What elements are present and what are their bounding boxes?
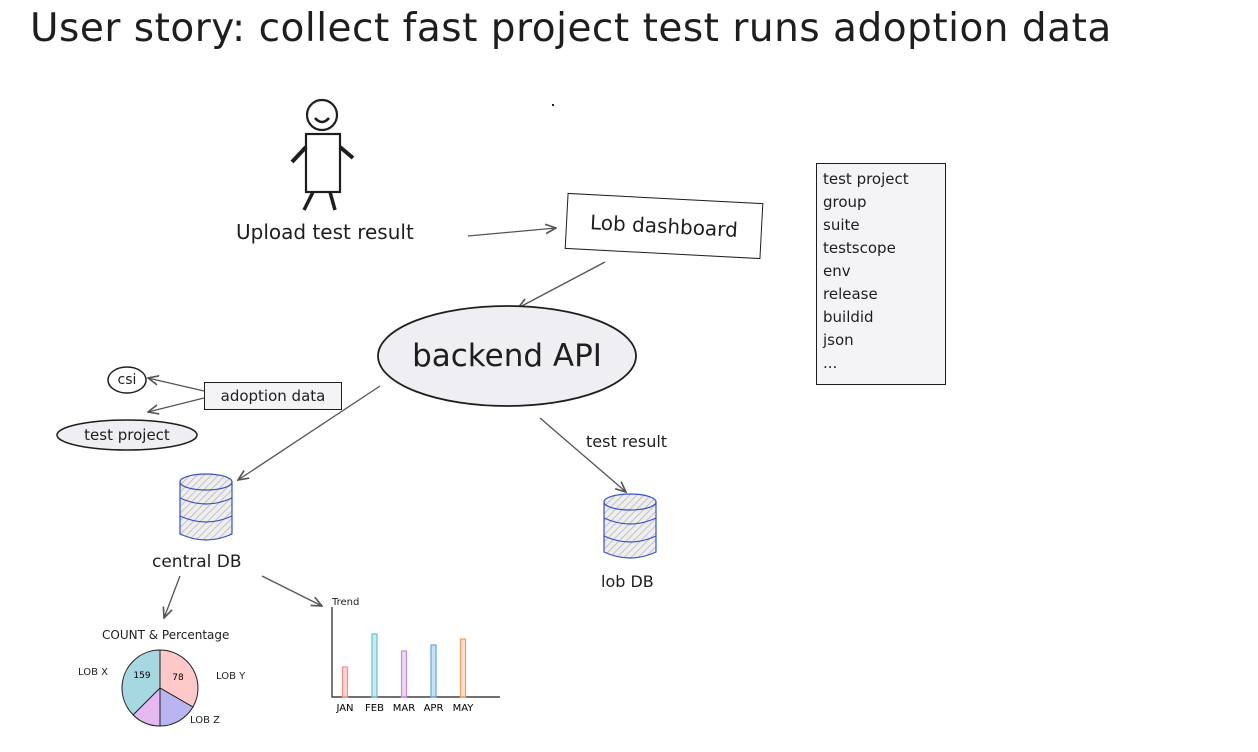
stray-dot (552, 104, 554, 106)
trend-x-tick: JAN (335, 703, 353, 714)
fields-list-box: test project group suite testscope env r… (816, 163, 946, 385)
field-item: test project (823, 170, 909, 188)
pie-slice (159, 649, 199, 708)
upload-test-result-label: Upload test result (236, 220, 414, 244)
pie-slice (132, 686, 161, 727)
field-item: ... (823, 354, 838, 372)
pie-legend-lob-z: LOB Z (190, 715, 220, 726)
field-item: testscope (823, 239, 896, 257)
field-item: buildid (823, 308, 874, 326)
field-item: suite (823, 216, 860, 234)
arrow-adoption-to-test-project (148, 397, 205, 412)
count-percentage-pie: 159 78 (121, 649, 199, 727)
trend-bar (341, 666, 349, 698)
arrow-dashboard-to-backend (518, 261, 606, 308)
field-item: release (823, 285, 878, 303)
trend-x-tick: APR (424, 703, 444, 714)
page-title: User story: collect fast project test ru… (30, 6, 1112, 51)
adoption-data-box: adoption data (204, 382, 342, 410)
trend-x-tick: MAY (453, 703, 475, 714)
lob-db-label: lob DB (601, 572, 654, 591)
test-project-node (56, 419, 198, 451)
arrow-adoption-to-csi (148, 378, 205, 392)
arrow-upload-to-dashboard (467, 228, 556, 237)
trend-bar-chart: JAN FEB MAR APR MAY (331, 607, 500, 714)
lob-db-icon (603, 493, 657, 559)
test-result-label: test result (586, 432, 668, 451)
central-db-label: central DB (152, 552, 242, 572)
trend-bar (400, 650, 408, 698)
trend-axis (331, 607, 500, 698)
trend-x-tick: FEB (365, 703, 384, 714)
pie-legend-lob-y: LOB Y (216, 671, 246, 682)
pie-slice-value: 159 (133, 671, 150, 681)
adoption-data-label: adoption data (220, 387, 326, 405)
backend-api-label: backend API (412, 338, 602, 374)
arrow-backend-to-lob-db (539, 417, 626, 492)
backend-api-node (377, 305, 637, 407)
arrow-central-db-to-pie (164, 575, 181, 618)
trend-x-tick: MAR (393, 703, 415, 714)
central-db-icon (179, 473, 233, 541)
trend-bar (459, 638, 467, 698)
field-item: group (823, 193, 867, 211)
arrow-backend-to-central-db (238, 385, 381, 480)
pie-slice-value: 78 (172, 673, 184, 683)
trend-chart-title: Trend (332, 597, 360, 608)
lob-dashboard-label: Lob dashboard (589, 210, 739, 242)
trend-bar (430, 644, 437, 698)
lob-dashboard-box: Lob dashboard (564, 192, 764, 260)
field-item: json (823, 331, 854, 349)
pie-legend-lob-x: LOB X (78, 667, 108, 678)
csi-node (107, 366, 147, 394)
user-actor-figure (290, 98, 355, 211)
csi-label: csi (117, 372, 137, 388)
arrow-central-db-to-trend (261, 575, 322, 606)
test-project-label: test project (84, 426, 170, 444)
pie-title: COUNT & Percentage (102, 628, 230, 642)
field-item: env (823, 262, 851, 280)
trend-bar (371, 633, 378, 698)
